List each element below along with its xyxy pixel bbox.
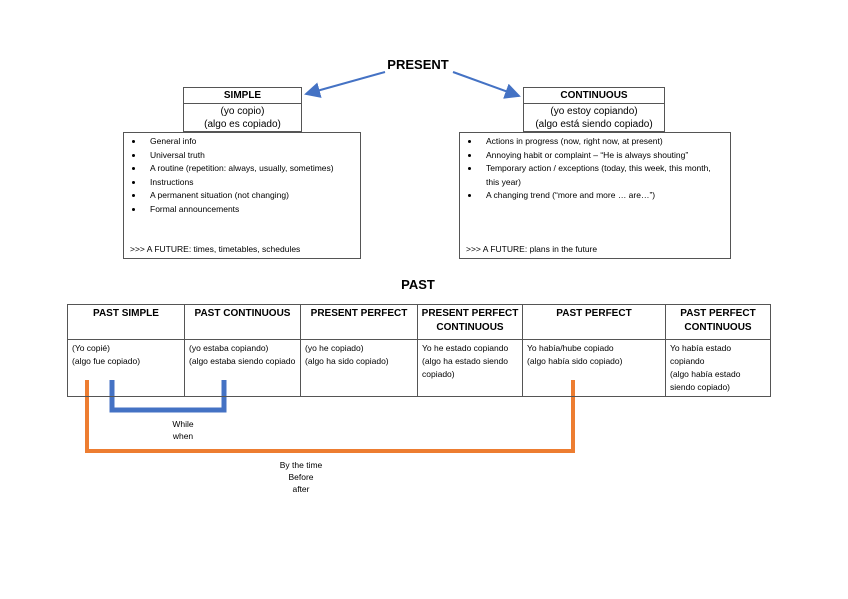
table-cell: (yo estaba copiando) (algo estaba siendo… (184, 339, 301, 397)
list-item: Formal announcements (144, 203, 356, 217)
simple-example-2: (algo es copiado) (204, 119, 281, 130)
table-cell: (Yo copié) (algo fue copiado) (67, 339, 185, 397)
continuous-header-box: CONTINUOUS (yo estoy copiando) (algo est… (523, 87, 665, 132)
example-text: (algo ha sido copiado) (305, 356, 389, 366)
continuous-uses-list: Actions in progress (now, right now, at … (460, 135, 730, 203)
example-text: (yo estaba copiando) (189, 343, 269, 353)
list-item: A changing trend (“more and more … are…”… (480, 189, 726, 203)
simple-header-box: SIMPLE (yo copio) (algo es copiado) (183, 87, 302, 132)
label-when: when (172, 431, 194, 441)
example-text: Yo había estado copiando (670, 343, 732, 366)
arrow-to-simple (304, 71, 386, 98)
example-text: (algo había sido copiado) (527, 356, 623, 366)
table-header-row: PAST SIMPLE PAST CONTINUOUS PRESENT PERF… (67, 304, 771, 340)
simple-example-1: (yo copio) (220, 106, 265, 117)
label-before: Before (288, 472, 314, 482)
orange-connector-label: By the time Before after (260, 459, 342, 495)
example-text: (algo fue copiado) (72, 356, 141, 366)
example-text: (algo había estado siendo copiado) (670, 369, 741, 392)
example-text: (Yo copié) (72, 343, 110, 353)
label-while: While (172, 419, 194, 429)
table-cell: Yo había estado copiando (algo había est… (665, 339, 771, 397)
past-title: PAST (401, 277, 435, 292)
table-cell: Yo he estado copiando (algo ha estado si… (417, 339, 523, 397)
list-item: Instructions (144, 176, 356, 190)
tense-header-past-continuous: PAST CONTINUOUS (184, 304, 301, 340)
continuous-title: CONTINUOUS (524, 88, 664, 104)
past-tenses-table: PAST SIMPLE PAST CONTINUOUS PRESENT PERF… (67, 304, 771, 397)
label-after: after (292, 484, 310, 494)
present-title: PRESENT (387, 57, 449, 72)
list-item: Annoying habit or complaint – “He is alw… (480, 149, 726, 163)
blue-connector-label: While when (148, 418, 218, 442)
continuous-uses-box: Actions in progress (now, right now, at … (459, 132, 731, 259)
table-cell: (yo he copiado) (algo ha sido copiado) (300, 339, 418, 397)
example-text: (yo he copiado) (305, 343, 364, 353)
tense-header-past-simple: PAST SIMPLE (67, 304, 185, 340)
tense-header-past-perfect: PAST PERFECT (522, 304, 666, 340)
arrow-to-continuous (452, 71, 521, 99)
table-cell: Yo había/hube copiado (algo había sido c… (522, 339, 666, 397)
label-by-the-time: By the time (279, 460, 323, 470)
continuous-future-note: >>> A FUTURE: plans in the future (466, 243, 598, 254)
simple-title: SIMPLE (184, 88, 301, 104)
tense-header-past-perfect-continuous: PAST PERFECT CONTINUOUS (665, 304, 771, 340)
tense-header-present-perfect-continuous: PRESENT PERFECT CONTINUOUS (417, 304, 523, 340)
example-text: Yo había/hube copiado (527, 343, 614, 353)
list-item: A routine (repetition: always, usually, … (144, 162, 356, 176)
continuous-example-2: (algo está siendo copiado) (535, 119, 653, 130)
list-item: General info (144, 135, 356, 149)
list-item: Universal truth (144, 149, 356, 163)
example-text: (algo ha estado siendo copiado) (422, 356, 509, 379)
list-item: Actions in progress (now, right now, at … (480, 135, 726, 149)
simple-uses-list: General info Universal truth A routine (… (124, 135, 360, 216)
orange-bracket (85, 380, 575, 453)
list-item: Temporary action / exceptions (today, th… (480, 162, 726, 189)
example-text: (algo estaba siendo copiado (189, 356, 296, 366)
table-row: (Yo copié) (algo fue copiado) (yo estaba… (67, 339, 771, 397)
tense-header-present-perfect: PRESENT PERFECT (300, 304, 418, 340)
simple-uses-box: General info Universal truth A routine (… (123, 132, 361, 259)
example-text: Yo he estado copiando (422, 343, 509, 353)
continuous-example-1: (yo estoy copiando) (550, 106, 638, 117)
list-item: A permanent situation (not changing) (144, 189, 356, 203)
simple-future-note: >>> A FUTURE: times, timetables, schedul… (130, 243, 301, 254)
